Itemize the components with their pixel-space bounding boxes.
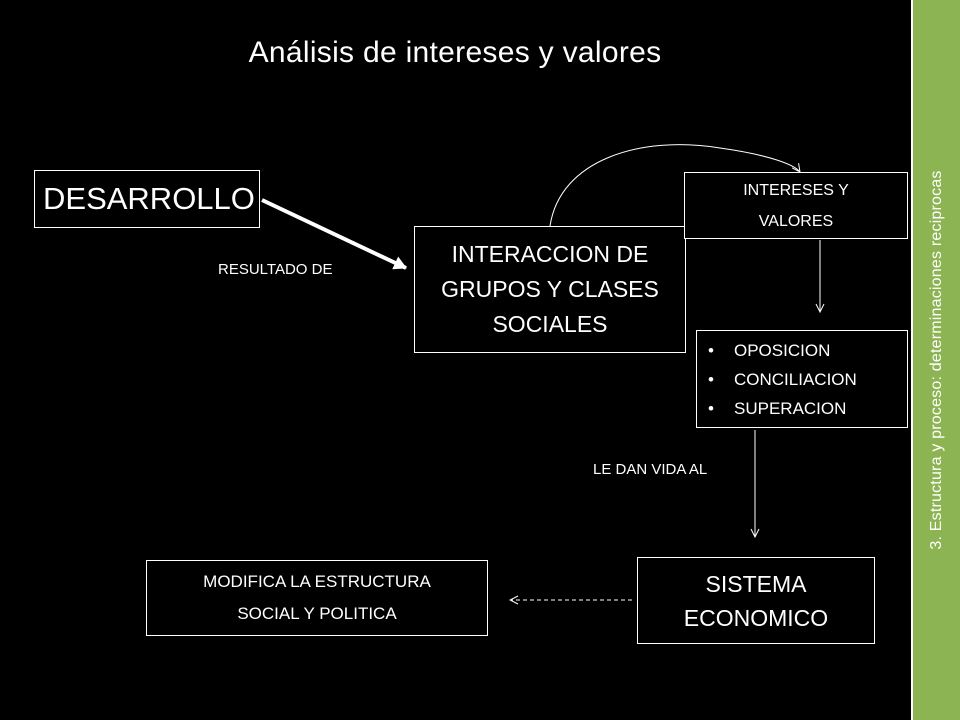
node-sistema-line-1: SISTEMA	[705, 570, 807, 597]
node-modifica-line-2: SOCIAL Y POLITICA	[237, 604, 397, 623]
node-interaccion: INTERACCION DE GRUPOS Y CLASES SOCIALES	[414, 226, 686, 353]
node-intereses: INTERESES Y VALORES	[684, 172, 908, 239]
node-modifica: MODIFICA LA ESTRUCTURA SOCIAL Y POLITICA	[146, 560, 488, 636]
arrow-interaccion-to-intereses	[549, 144, 800, 227]
node-modifica-line-1: MODIFICA LA ESTRUCTURA	[203, 572, 431, 591]
node-sistema: SISTEMA ECONOMICO	[637, 557, 875, 644]
node-sistema-line-2: ECONOMICO	[683, 604, 829, 631]
arrow-desarrollo-to-interaccion	[261, 198, 407, 270]
node-intereses-line-2: VALORES	[758, 212, 834, 230]
section-sidebar: 3. Estructura y proceso: determinaciones…	[911, 0, 960, 720]
node-oposicion-list: OPOSICION CONCILIACION SUPERACION	[697, 336, 857, 423]
edge-label-le-dan-vida: LE DAN VIDA AL	[593, 461, 708, 478]
node-desarrollo: DESARROLLO	[34, 170, 260, 228]
section-sidebar-title: 3. Estructura y proceso: determinaciones…	[928, 170, 945, 550]
node-interaccion-line-3: SOCIALES	[492, 311, 608, 337]
list-item: CONCILIACION	[708, 365, 857, 394]
list-item: SUPERACION	[708, 394, 857, 423]
list-item: OPOSICION	[708, 336, 857, 365]
edge-label-resultado-de: RESULTADO DE	[218, 261, 333, 278]
node-interaccion-line-1: INTERACCION DE	[451, 241, 649, 267]
node-desarrollo-label: DESARROLLO	[43, 181, 255, 216]
slide-title: Análisis de intereses y valores	[248, 36, 662, 69]
node-oposicion: OPOSICION CONCILIACION SUPERACION	[696, 330, 908, 428]
node-interaccion-line-2: GRUPOS Y CLASES	[441, 276, 659, 302]
node-intereses-line-1: INTERESES Y	[743, 181, 849, 199]
